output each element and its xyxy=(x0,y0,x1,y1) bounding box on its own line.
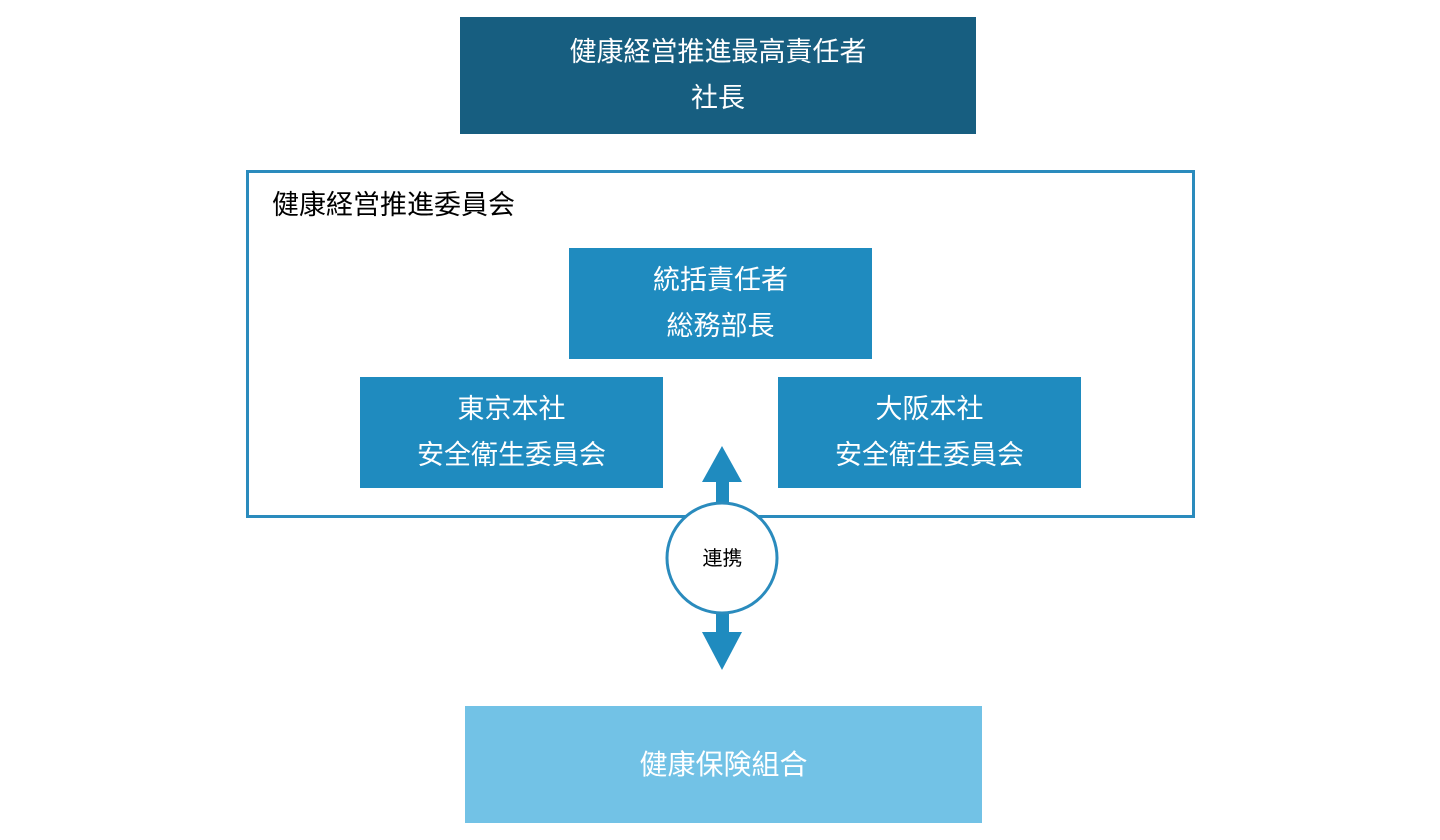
overall-manager-role: 総務部長 xyxy=(666,310,775,342)
health-insurance-box: 健康保険組合 xyxy=(465,706,982,823)
arrow-shaft-down xyxy=(716,610,729,634)
tokyo-office-label: 東京本社 xyxy=(457,393,566,425)
overall-manager-box: 統括責任者 総務部長 xyxy=(569,248,872,359)
ceo-box: 健康経営推進最高責任者 社長 xyxy=(460,17,976,134)
health-insurance-label: 健康保険組合 xyxy=(639,747,808,781)
arrow-head-down xyxy=(702,632,742,670)
arrow-shaft-up xyxy=(716,482,729,506)
arrow-head-up xyxy=(702,446,742,482)
ceo-role: 社長 xyxy=(691,82,745,114)
link-label: 連携 xyxy=(702,546,743,570)
tokyo-committee-label: 安全衛生委員会 xyxy=(417,439,606,471)
osaka-office-label: 大阪本社 xyxy=(875,393,984,425)
osaka-committee-label: 安全衛生委員会 xyxy=(835,439,1024,471)
tokyo-committee-box: 東京本社 安全衛生委員会 xyxy=(360,377,663,488)
osaka-committee-box: 大阪本社 安全衛生委員会 xyxy=(778,377,1081,488)
committee-title: 健康経営推進委員会 xyxy=(272,190,515,221)
overall-manager-title: 統括責任者 xyxy=(653,264,788,296)
ceo-title: 健康経営推進最高責任者 xyxy=(569,36,867,68)
link-circle xyxy=(665,501,779,615)
